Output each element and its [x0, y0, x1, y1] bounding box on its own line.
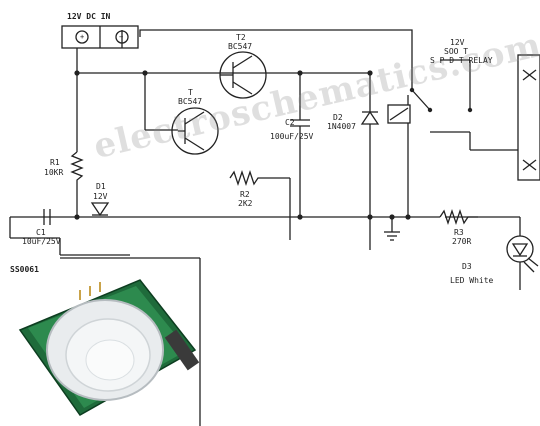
output-socket	[517, 54, 540, 181]
d1-ref: D1	[96, 182, 106, 191]
ground-icon	[384, 231, 400, 241]
terminal-minus-label: −	[119, 33, 124, 41]
c2-part: 100uF/25V	[270, 132, 314, 141]
t2-part: BC547	[228, 42, 253, 51]
r2-part: 2K2	[238, 199, 253, 208]
t2-ref: T2	[236, 33, 246, 42]
d1-part: 12V	[93, 192, 108, 201]
capacitor-c1	[43, 209, 51, 225]
relay-line3: S P D T RELAY	[430, 56, 493, 65]
c1-part: 10uF/25V	[22, 237, 61, 246]
terminal-plus-label: +	[80, 33, 85, 41]
resistor-r1	[70, 151, 84, 196]
d2-part: 1N4007	[327, 122, 356, 131]
r1-part: 10KR	[44, 168, 64, 177]
r1-ref: R1	[50, 158, 60, 167]
d2-ref: D2	[333, 113, 343, 122]
d3-ref: D3	[462, 262, 472, 271]
c2-ref: C2	[285, 118, 295, 127]
wire-top-rail	[139, 29, 413, 90]
c1-ref: C1	[36, 228, 46, 237]
resistor-r3	[439, 208, 478, 226]
r3-part: 270R	[452, 237, 472, 246]
terminal-plus-icon	[75, 30, 89, 44]
diode-d2	[360, 110, 380, 125]
t1-ref: T	[188, 88, 193, 97]
power-label: 12V DC IN	[67, 12, 111, 21]
r2-ref: R2	[240, 190, 250, 199]
sensor-label: SS0061	[10, 265, 39, 274]
d3-part: LED White	[450, 276, 494, 285]
led-d3	[506, 235, 534, 263]
r3-ref: R3	[454, 228, 464, 237]
zener-d1	[90, 202, 110, 217]
transistor-t1	[171, 107, 219, 155]
relay-line1: 12V	[450, 38, 465, 47]
resistor-r2	[229, 169, 270, 187]
t1-part: BC547	[178, 97, 203, 106]
relay-line2: SOO T	[444, 47, 469, 56]
capacitor-c2	[290, 119, 310, 140]
pir-sensor-module	[18, 279, 200, 416]
